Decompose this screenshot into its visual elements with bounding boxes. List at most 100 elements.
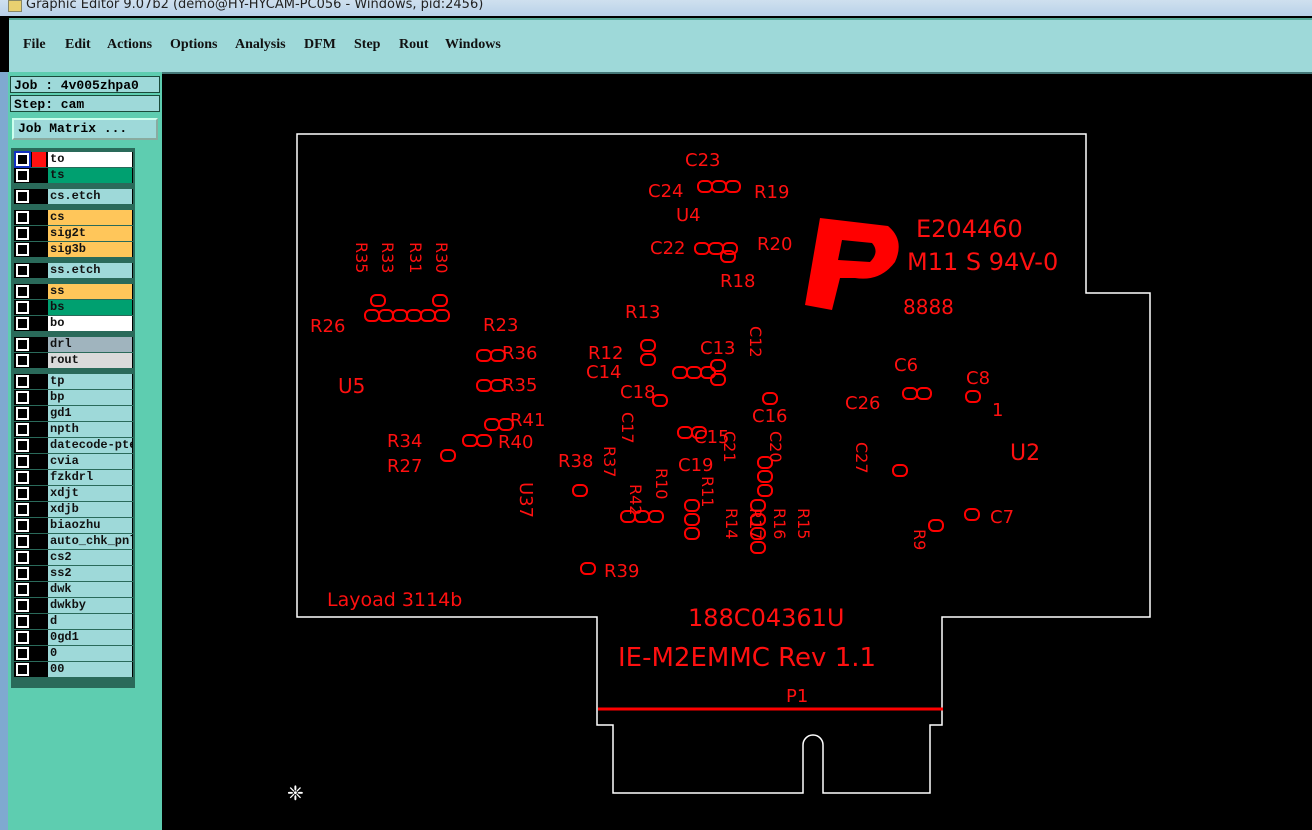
silk-label: C21 bbox=[720, 431, 739, 463]
layer-row-rout[interactable]: rout bbox=[14, 353, 133, 368]
layer-checkbox[interactable] bbox=[16, 615, 29, 628]
layer-row-cs[interactable]: cs bbox=[14, 210, 133, 225]
pad bbox=[700, 366, 716, 379]
layer-row-sig2t[interactable]: sig2t bbox=[14, 226, 133, 241]
layer-checkbox[interactable] bbox=[16, 190, 29, 203]
menu-rout[interactable]: Rout bbox=[399, 37, 429, 52]
layer-checkbox[interactable] bbox=[16, 471, 29, 484]
layer-checkbox[interactable] bbox=[16, 439, 29, 452]
layer-row-npth[interactable]: npth bbox=[14, 422, 133, 437]
layer-row-ss.etch[interactable]: ss.etch bbox=[14, 263, 133, 278]
layer-checkbox[interactable] bbox=[16, 567, 29, 580]
layer-row-bo[interactable]: bo bbox=[14, 316, 133, 331]
layer-checkbox[interactable] bbox=[16, 631, 29, 644]
layer-row-tp[interactable]: tp bbox=[14, 374, 133, 389]
layer-checkbox[interactable] bbox=[16, 423, 29, 436]
silk-label: R10 bbox=[652, 468, 671, 499]
silk-label: R39 bbox=[604, 561, 639, 582]
layer-row-ts[interactable]: ts bbox=[14, 168, 133, 183]
step-name: Step: cam bbox=[10, 95, 160, 112]
layer-checkbox[interactable] bbox=[16, 227, 29, 240]
silk-label: R31 bbox=[406, 242, 425, 273]
panel-edge bbox=[0, 72, 8, 830]
menu-actions[interactable]: Actions bbox=[107, 37, 153, 52]
layer-row-0[interactable]: 0 bbox=[14, 646, 133, 661]
pad bbox=[684, 513, 700, 526]
menu-analysis[interactable]: Analysis bbox=[235, 37, 286, 52]
layer-checkbox[interactable] bbox=[16, 301, 29, 314]
layer-row-to[interactable]: to bbox=[14, 151, 133, 168]
pad bbox=[640, 353, 656, 366]
silk-label: R12 bbox=[588, 343, 623, 364]
layer-checkbox[interactable] bbox=[16, 583, 29, 596]
layer-checkbox[interactable] bbox=[16, 317, 29, 330]
layer-checkbox[interactable] bbox=[16, 663, 29, 676]
layer-checkbox[interactable] bbox=[16, 487, 29, 500]
layer-checkbox[interactable] bbox=[16, 375, 29, 388]
layer-checkbox[interactable] bbox=[16, 169, 29, 182]
layer-row-cs.etch[interactable]: cs.etch bbox=[14, 189, 133, 204]
layer-row-sig3b[interactable]: sig3b bbox=[14, 242, 133, 257]
silk-label: R35 bbox=[352, 242, 371, 273]
layer-row-fzkdrl[interactable]: fzkdrl bbox=[14, 470, 133, 485]
layer-checkbox[interactable] bbox=[16, 243, 29, 256]
menu-step[interactable]: Step bbox=[354, 37, 381, 52]
silk-label: C18 bbox=[620, 382, 655, 403]
layer-checkbox[interactable] bbox=[14, 151, 31, 168]
layer-row-cvia[interactable]: cvia bbox=[14, 454, 133, 469]
layer-checkbox[interactable] bbox=[16, 535, 29, 548]
layer-row-xdjt[interactable]: xdjt bbox=[14, 486, 133, 501]
silk-label: R15 bbox=[794, 508, 813, 539]
layer-checkbox[interactable] bbox=[16, 264, 29, 277]
layer-color-swatch bbox=[32, 598, 46, 613]
layer-name: ts bbox=[48, 168, 132, 183]
layer-row-d[interactable]: d bbox=[14, 614, 133, 629]
layer-checkbox[interactable] bbox=[16, 338, 29, 351]
layer-row-datecode-pte[interactable]: datecode-pte bbox=[14, 438, 133, 453]
job-matrix-button[interactable]: Job Matrix ... bbox=[12, 118, 158, 140]
layer-row-dwkby[interactable]: dwkby bbox=[14, 598, 133, 613]
silk-label: C8 bbox=[966, 368, 990, 389]
layer-row-biaozhu[interactable]: biaozhu bbox=[14, 518, 133, 533]
layer-checkbox[interactable] bbox=[16, 391, 29, 404]
layer-row-0gd1[interactable]: 0gd1 bbox=[14, 630, 133, 645]
layer-row-bp[interactable]: bp bbox=[14, 390, 133, 405]
menu-file[interactable]: File bbox=[23, 37, 46, 52]
layer-row-ss2[interactable]: ss2 bbox=[14, 566, 133, 581]
menu-windows[interactable]: Windows bbox=[445, 37, 501, 52]
layer-color-swatch bbox=[32, 422, 46, 437]
layer-name: dwk bbox=[48, 582, 132, 597]
layer-row-drl[interactable]: drl bbox=[14, 337, 133, 352]
menu-dfm[interactable]: DFM bbox=[304, 37, 336, 52]
layer-checkbox[interactable] bbox=[16, 407, 29, 420]
layer-row-ss[interactable]: ss bbox=[14, 284, 133, 299]
layer-checkbox[interactable] bbox=[16, 599, 29, 612]
layer-row-auto_chk_pnl[interactable]: auto_chk_pnl bbox=[14, 534, 133, 549]
layer-checkbox[interactable] bbox=[16, 519, 29, 532]
menu-edit[interactable]: Edit bbox=[65, 37, 91, 52]
layer-row-xdjb[interactable]: xdjb bbox=[14, 502, 133, 517]
layer-checkbox[interactable] bbox=[16, 354, 29, 367]
layer-checkbox[interactable] bbox=[16, 647, 29, 660]
layer-row-gd1[interactable]: gd1 bbox=[14, 406, 133, 421]
layer-row-00[interactable]: 00 bbox=[14, 662, 133, 677]
pad bbox=[648, 510, 664, 523]
layer-row-dwk[interactable]: dwk bbox=[14, 582, 133, 597]
layer-checkbox[interactable] bbox=[16, 285, 29, 298]
silk-label: R13 bbox=[625, 302, 660, 323]
layer-checkbox[interactable] bbox=[16, 503, 29, 516]
pad bbox=[462, 434, 478, 447]
layer-checkbox[interactable] bbox=[16, 211, 29, 224]
pad bbox=[697, 180, 713, 193]
layer-checkbox[interactable] bbox=[16, 551, 29, 564]
layer-checkbox[interactable] bbox=[16, 455, 29, 468]
layer-color-swatch bbox=[32, 337, 46, 352]
layer-row-bs[interactable]: bs bbox=[14, 300, 133, 315]
layer-row-cs2[interactable]: cs2 bbox=[14, 550, 133, 565]
pad bbox=[378, 309, 394, 322]
layer-name: sig2t bbox=[48, 226, 132, 241]
pad bbox=[490, 379, 506, 392]
menu-options[interactable]: Options bbox=[170, 37, 218, 52]
layer-name: bp bbox=[48, 390, 132, 405]
